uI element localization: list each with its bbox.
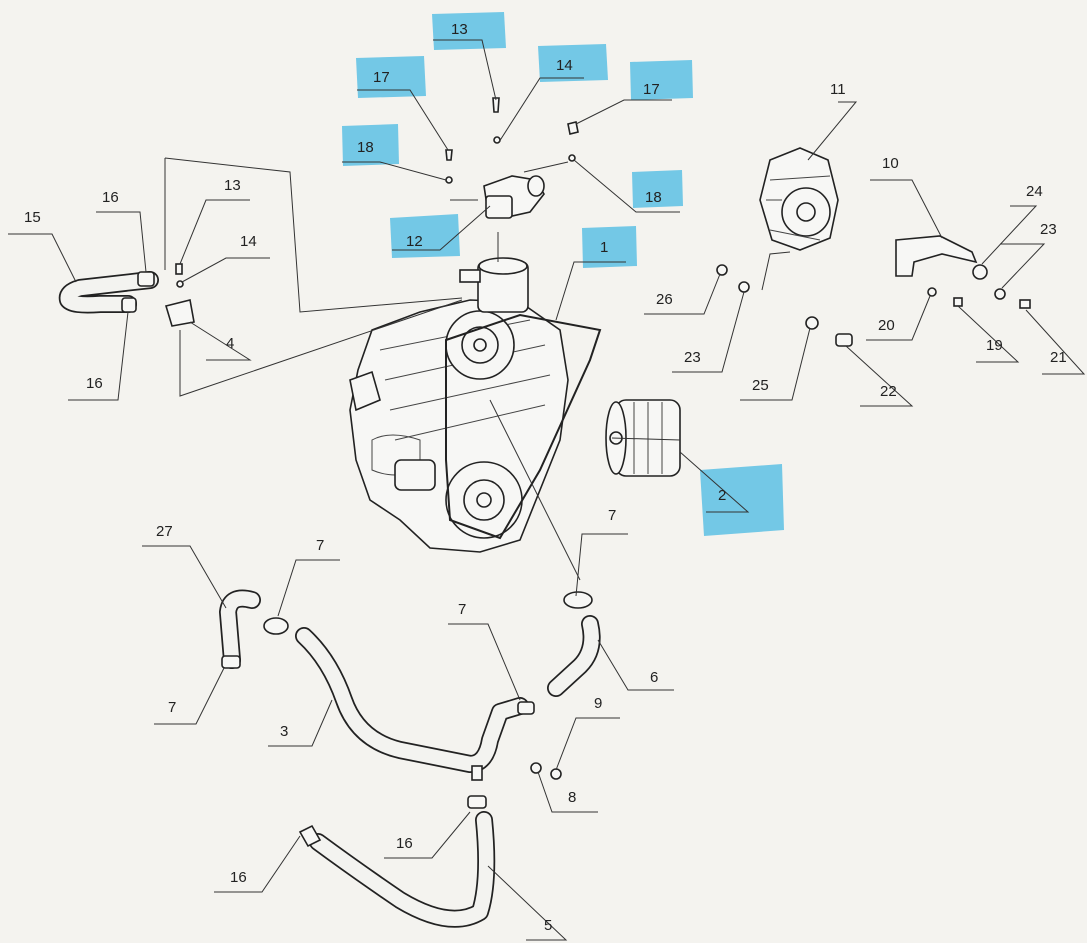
upper-left-hose (58, 263, 195, 327)
callout-5: 5 (544, 917, 552, 934)
hose-clamps (221, 591, 593, 848)
callout-16-b: 16 (86, 375, 103, 392)
callout-16-d: 16 (230, 869, 247, 886)
callout-14-left: 14 (240, 233, 257, 250)
callout-7-a: 7 (316, 537, 324, 554)
callout-9: 9 (594, 695, 602, 712)
callout-7-d: 7 (608, 507, 616, 524)
callout-21: 21 (1050, 349, 1067, 366)
callout-11: 11 (830, 81, 846, 98)
alternator (759, 147, 839, 251)
callout-20: 20 (878, 317, 895, 334)
callout-22: 22 (880, 383, 897, 400)
adjusting-bracket (895, 235, 1031, 309)
lower-hoses (219, 589, 601, 928)
alternator-hardware (716, 264, 853, 347)
callout-23-mid: 23 (684, 349, 701, 366)
callout-4: 4 (226, 335, 234, 352)
callout-7-c: 7 (458, 601, 466, 618)
small-fasteners (445, 97, 579, 184)
callout-13-top: 13 (451, 21, 468, 38)
callout-15: 15 (24, 209, 41, 226)
callout-2: 2 (718, 487, 726, 504)
callout-18-right: 18 (645, 189, 662, 206)
callout-26: 26 (656, 291, 673, 308)
callout-18-left: 18 (357, 139, 374, 156)
callout-1: 1 (600, 239, 608, 256)
callout-12: 12 (406, 233, 423, 250)
callout-14-top: 14 (556, 57, 573, 74)
callout-25: 25 (752, 377, 769, 394)
callout-23-right: 23 (1040, 221, 1057, 238)
callout-6: 6 (650, 669, 658, 686)
callout-7-b: 7 (168, 699, 176, 716)
callout-17-left: 17 (373, 69, 390, 86)
connector-lines (164, 157, 791, 581)
highlight-marks (342, 12, 784, 536)
callout-16-c: 16 (396, 835, 413, 852)
callout-numbers: 13 17 14 17 18 18 12 1 2 11 10 24 23 26 … (24, 21, 1067, 934)
callout-17-right: 17 (643, 81, 660, 98)
callout-3: 3 (280, 723, 288, 740)
callout-8: 8 (568, 789, 576, 806)
callout-13-left: 13 (224, 177, 241, 194)
callout-24: 24 (1026, 183, 1043, 200)
callout-10: 10 (882, 155, 899, 172)
callout-27: 27 (156, 523, 173, 540)
callout-16-a: 16 (102, 189, 119, 206)
engine-assembly (349, 257, 602, 553)
callout-19: 19 (986, 337, 1003, 354)
leader-lines (8, 39, 1086, 941)
outlet-fitting (483, 175, 545, 219)
